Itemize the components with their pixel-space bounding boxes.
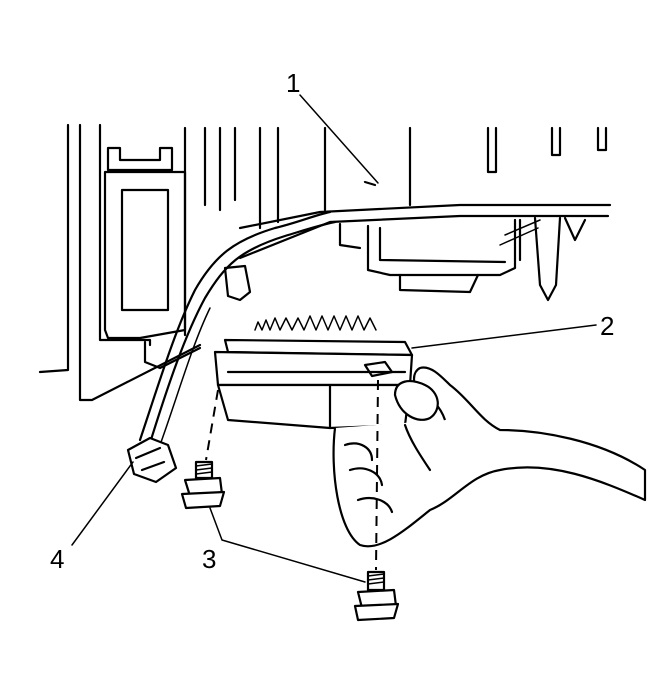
wiring-harness [138,210,337,446]
blower-motor-resistor [213,315,414,430]
leader-line-2 [411,324,597,349]
leader-line-4 [71,461,134,546]
callout-2: 2 [600,311,615,341]
callout-3: 3 [202,544,217,574]
hvac-module-case [223,126,612,302]
screw-right [353,570,400,622]
electrical-connector [126,436,178,484]
callout-1: 1 [286,68,301,98]
screw-left [180,460,226,510]
technician-hand [332,366,647,548]
screw-path-left [205,389,219,461]
hvac-housing-left [38,123,237,402]
screw-path-right [375,379,379,571]
callout-4: 4 [50,544,65,574]
leader-line-1 [299,94,379,184]
leader-line-3 [209,507,366,583]
